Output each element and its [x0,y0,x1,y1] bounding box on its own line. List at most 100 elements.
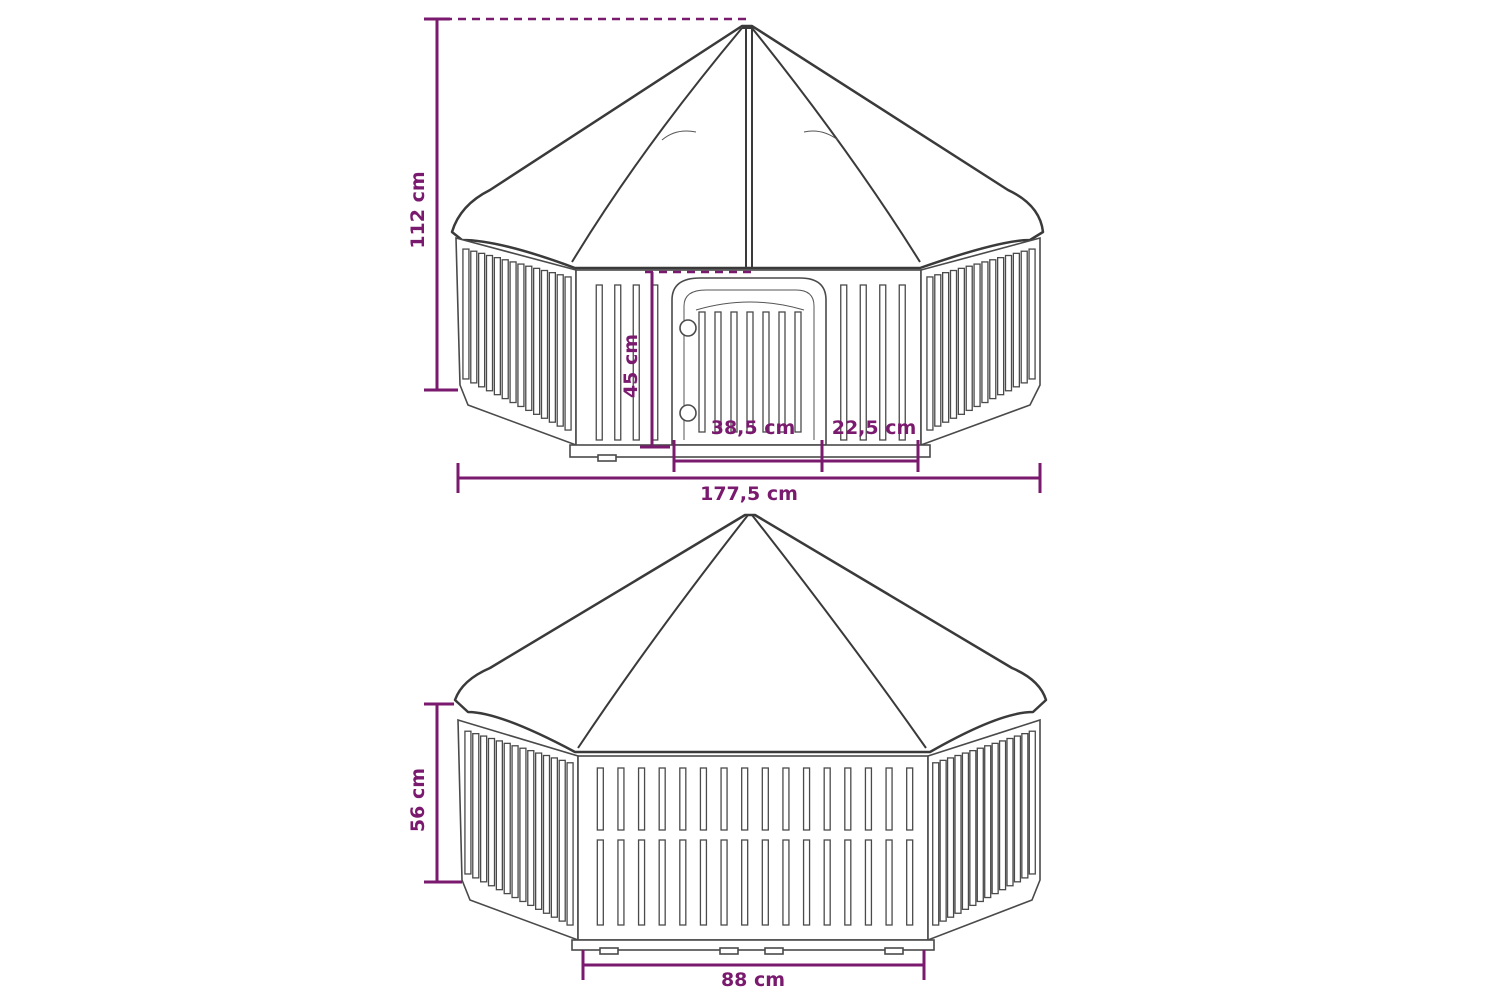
total-width-label: 177,5 cm [700,483,798,505]
fence-bar [558,759,566,922]
fence-bar [879,284,887,441]
fence-bar [1020,250,1028,384]
fence-bar [906,767,914,831]
panel-width-label: 88 cm [721,969,785,991]
fence-bar [926,276,934,431]
fence-bar [511,745,519,899]
door-bar [730,311,738,433]
dimension-door-width: 38,5 cm 22,5 cm [672,417,920,472]
fence-bar [954,754,962,914]
fence-bar [998,740,1007,891]
total-height-label: 112 cm [407,171,429,248]
fence-bar [898,284,906,441]
fence-bar [957,267,966,415]
fence-bar [1004,254,1013,392]
front-roof [450,24,1045,270]
fence-bar [1028,730,1036,875]
fence-bar [632,284,640,441]
fence-bar [462,248,470,380]
fence-bar [991,742,999,895]
fence-bar [939,759,947,922]
fence-bar [556,274,564,427]
fence-bar [840,284,848,441]
fence-bar [542,754,551,914]
fence-bar [519,747,527,903]
fence-bar [802,839,811,926]
fence-bar [823,767,831,831]
fence-bar [996,256,1005,396]
fence-bar [782,839,790,926]
fence-bar [1006,737,1014,887]
fence-bar [1012,252,1021,388]
fence-bar [464,730,472,875]
dimension-door-height: 45 cm [620,270,756,449]
wall-height-label: 56 cm [407,768,429,832]
fence-bar [949,269,958,419]
dimension-total-height: 112 cm [407,17,750,392]
door-bar [794,311,802,433]
fence-bar [864,839,873,926]
dimension-panel-width: 88 cm [581,950,926,991]
door-latch-bottom [679,404,697,422]
fence-bar [1028,248,1036,380]
fence-bar [885,839,893,926]
fence-bar [495,740,504,891]
fence-bar [1013,735,1022,883]
side-roof [453,513,1048,754]
fence-bar [548,271,557,423]
fence-bar [517,263,525,408]
side-section-label: 22,5 cm [832,417,917,439]
fence-bar [470,250,478,384]
fence-bar [479,735,488,883]
door-bar [762,311,770,433]
fence-bar [534,752,543,910]
fence-bar [637,839,646,926]
fence-bar [1021,732,1029,879]
fence-bar [961,752,970,910]
door-bar [778,311,786,433]
fence-bar [509,261,517,404]
door-bar [714,311,722,433]
door-latch-top [679,319,697,337]
side-view-drawing [453,513,1048,955]
fence-bar [527,749,535,907]
fence-bar [532,267,541,415]
fence-bar [741,767,749,831]
fence-bar [550,757,559,918]
fence-bar [969,749,977,907]
fence-bar [679,767,687,831]
fence-bar [699,767,708,831]
fence-bar [720,767,728,831]
fence-bar [934,274,942,427]
fence-bar [595,284,603,441]
fence-bar [637,767,646,831]
fence-bar [932,762,940,926]
door-height-label: 45 cm [620,334,642,398]
fence-bar [617,839,625,926]
fence-bar [720,839,728,926]
fence-bar [965,265,973,412]
fence-bar [941,271,950,423]
fence-bar [658,839,666,926]
fence-bar [844,839,852,926]
dimension-wall-height: 56 cm [407,702,462,884]
fence-bar [503,742,511,895]
fence-bar [864,767,873,831]
front-view-drawing [450,24,1045,462]
fence-bar [761,767,769,831]
fence-bar [540,269,549,419]
fence-bar [859,284,867,441]
fence-bar [658,767,666,831]
fence-bar [761,839,769,926]
fence-bar [906,839,914,926]
side-center-wall [577,755,929,941]
fence-bar [617,767,625,831]
door-bar [698,311,706,433]
fence-bar [596,839,604,926]
fence-bar [989,259,997,400]
fence-bar [782,767,790,831]
fence-bar [802,767,811,831]
fence-bar [477,252,486,388]
dimension-total-width: 177,5 cm [456,463,1042,505]
